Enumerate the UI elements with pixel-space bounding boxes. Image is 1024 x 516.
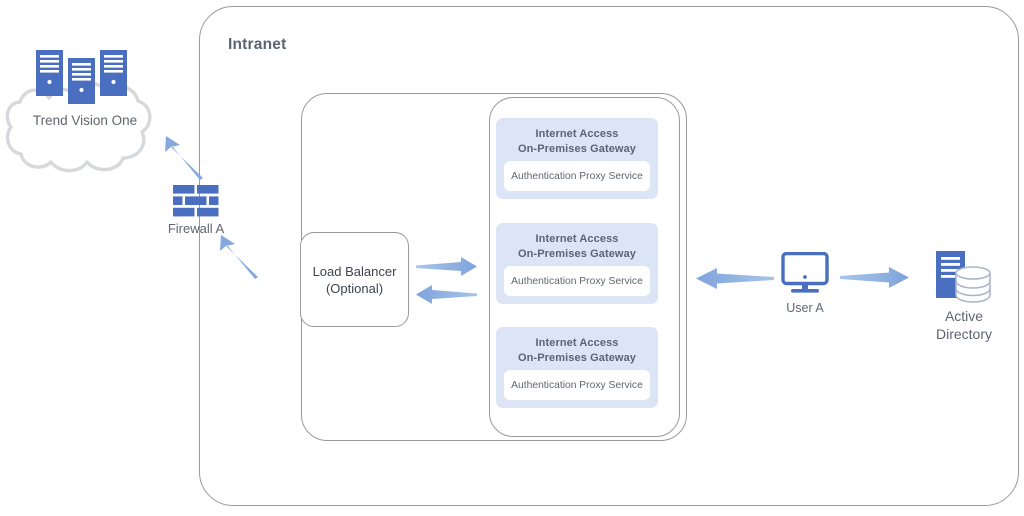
gateway-title-line2: On-Premises Gateway xyxy=(517,247,637,260)
active-directory-label: Active Directory xyxy=(912,307,1016,343)
gateway-title-line2: On-Premises Gateway xyxy=(517,351,637,364)
database-document-icon xyxy=(934,251,992,303)
server-stack-icon xyxy=(35,50,130,108)
authentication-proxy-service: Authentication Proxy Service xyxy=(504,161,650,191)
firewall-icon xyxy=(173,185,220,218)
load-balancer-line1: Load Balancer xyxy=(312,263,397,279)
load-balancer-line2: (Optional) xyxy=(325,280,384,296)
intranet-boundary xyxy=(199,6,1019,506)
gateway-title: Internet Access On-Premises Gateway xyxy=(496,232,658,261)
intranet-label: Intranet xyxy=(228,36,287,53)
active-directory-line2: Directory xyxy=(935,326,992,342)
gateway-title-line2: On-Premises Gateway xyxy=(517,142,637,155)
desktop-monitor-icon xyxy=(781,251,829,296)
user-label: User A xyxy=(786,301,824,315)
gateway-card: Internet Access On-Premises Gateway Auth… xyxy=(496,223,658,304)
gateway-title: Internet Access On-Premises Gateway xyxy=(496,127,658,156)
gateway-title: Internet Access On-Premises Gateway xyxy=(496,336,658,365)
gateway-title-line1: Internet Access xyxy=(535,337,619,349)
active-directory-line1: Active xyxy=(944,308,984,324)
firewall-to-cloud-arrow xyxy=(165,136,203,180)
gateway-title-line1: Internet Access xyxy=(535,233,619,245)
gateway-card: Internet Access On-Premises Gateway Auth… xyxy=(496,118,658,199)
gateway-zone-inner-boundary xyxy=(489,97,680,437)
authentication-proxy-service: Authentication Proxy Service xyxy=(504,266,650,296)
authentication-proxy-service: Authentication Proxy Service xyxy=(504,370,650,400)
firewall-label: Firewall A xyxy=(167,221,225,236)
trend-vision-one-label: Trend Vision One xyxy=(32,113,138,128)
gateway-card: Internet Access On-Premises Gateway Auth… xyxy=(496,327,658,408)
gateway-title-line1: Internet Access xyxy=(535,128,619,140)
load-balancer-box: Load Balancer (Optional) xyxy=(300,232,409,327)
